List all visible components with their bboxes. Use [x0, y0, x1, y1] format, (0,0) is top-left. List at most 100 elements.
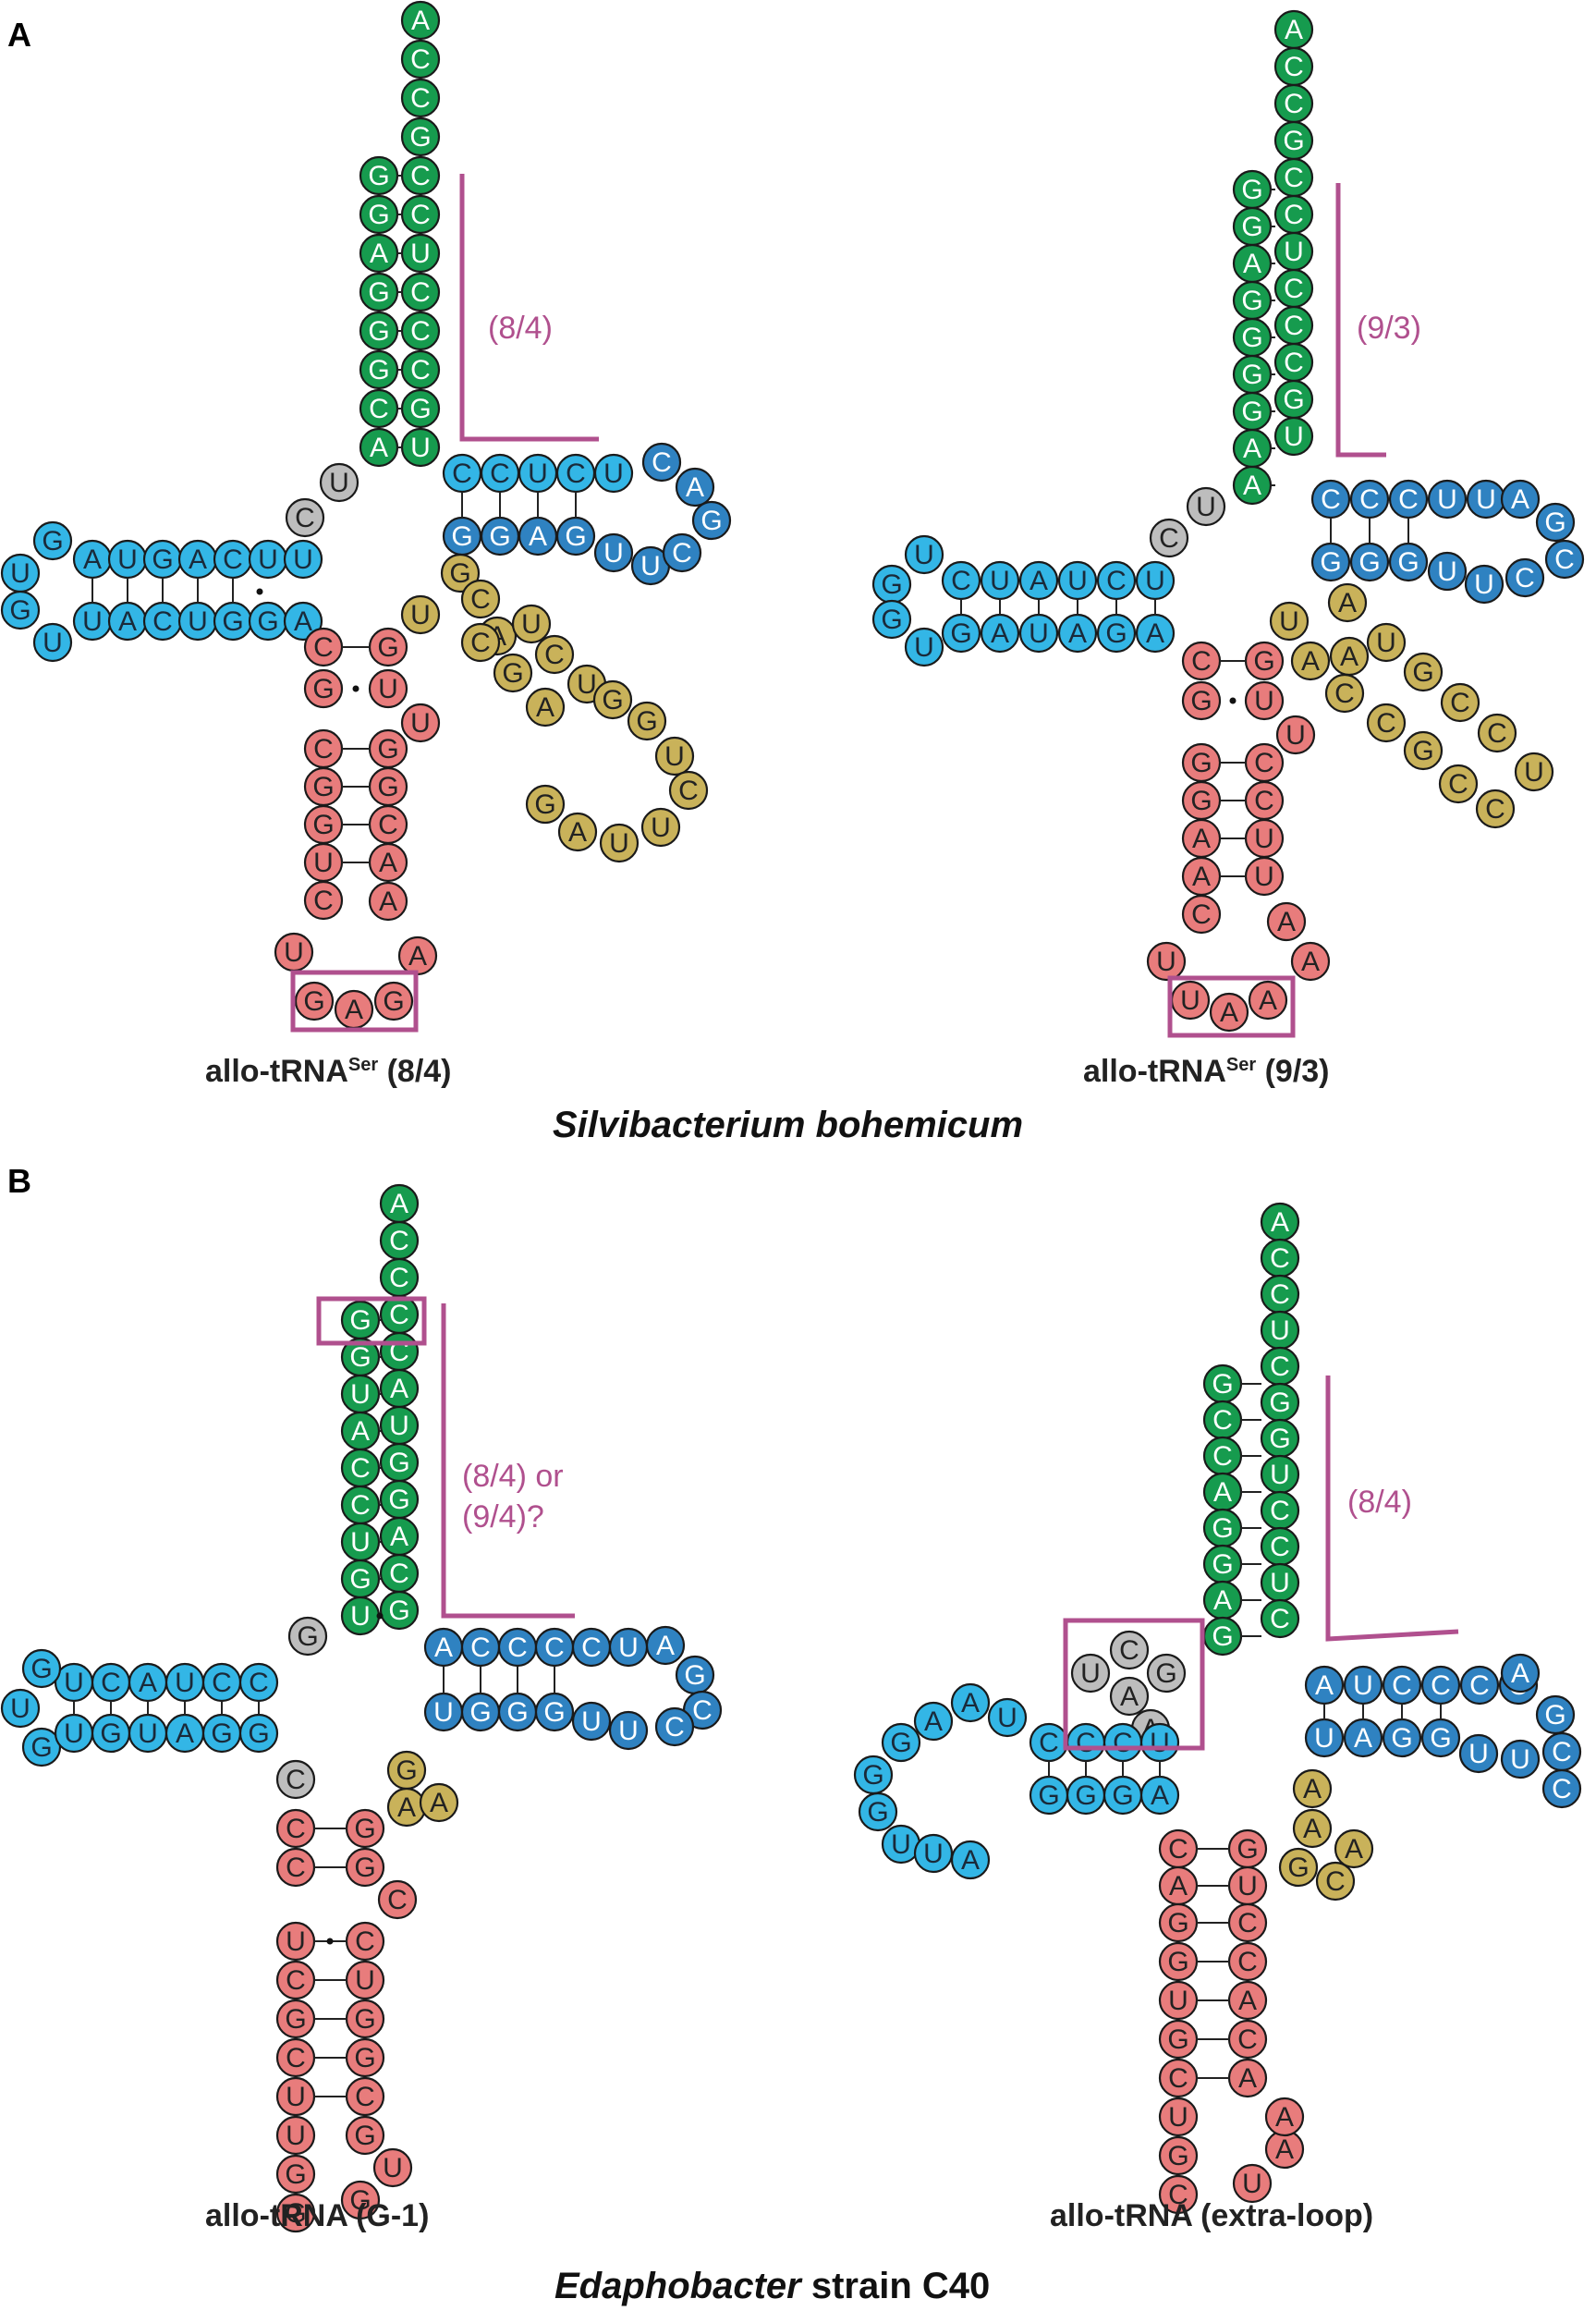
svg-text:C: C	[389, 1226, 409, 1256]
d-stem-top-nt: C	[941, 560, 981, 601]
svg-text:G: G	[383, 986, 404, 1017]
svg-text:U: U	[329, 468, 349, 498]
svg-text:C: C	[1212, 1405, 1233, 1436]
anticodon-stem-nt: C	[303, 880, 344, 921]
svg-text:G: G	[211, 1718, 232, 1749]
svg-text:U: U	[1029, 618, 1049, 649]
svg-text:C: C	[101, 1668, 121, 1698]
acceptor-5prime-nt: C	[340, 1485, 381, 1525]
anticodon-stem-nt: G	[275, 1999, 316, 2039]
t-stem-bottom-nt: G	[1382, 1718, 1422, 1758]
acceptor-3prime-nt: A	[379, 1516, 420, 1557]
anticodon-stem-nt: C	[275, 1808, 316, 1849]
svg-text:C: C	[1113, 1728, 1133, 1758]
svg-text:U: U	[1353, 1670, 1373, 1701]
acceptor-5prime-nt: G	[359, 272, 399, 312]
acceptor-bracket-2	[1335, 183, 1386, 458]
svg-text:U: U	[350, 1601, 371, 1632]
svg-text:C: C	[212, 1668, 232, 1698]
svg-text:G: G	[1283, 385, 1304, 415]
svg-text:U: U	[286, 2121, 306, 2151]
nucleotide-d_arm: U	[0, 553, 41, 593]
svg-text:C: C	[470, 584, 491, 615]
svg-text:A: A	[1315, 1670, 1334, 1701]
anticodon-stem-nt: G	[345, 1847, 385, 1888]
structure-caption-4: allo-tRNA (extra-loop)	[1050, 2198, 1373, 2233]
caption-main-3: allo-tRNA	[205, 2198, 347, 2233]
svg-text:G: G	[312, 810, 334, 840]
t-stem-bottom-nt: U	[1458, 1733, 1499, 1774]
t-stem-top-nt: C	[1420, 1665, 1461, 1706]
d-stem-bottom-nt: A	[980, 613, 1020, 654]
svg-text:C: C	[652, 447, 672, 478]
svg-text:G: G	[1391, 1723, 1412, 1754]
acceptor-3prime-nt: C	[379, 1220, 420, 1261]
svg-text:A: A	[397, 1792, 416, 1823]
t-stem-bottom-nt: U	[1464, 564, 1505, 605]
d-stem-top-nt: C	[201, 1662, 242, 1703]
acceptor-3prime-nt: C	[1260, 1346, 1300, 1387]
acceptor-3prime-nt: C	[400, 194, 441, 235]
t-loop-nt: G	[1535, 1694, 1576, 1735]
nucleotide-d_arm: G	[858, 1791, 898, 1832]
acceptor-3prime-nt: C	[1260, 1274, 1300, 1314]
d-stem-top-nt: U	[164, 1662, 205, 1703]
svg-text:A: A	[924, 1706, 943, 1737]
svg-text:U: U	[1180, 985, 1200, 1016]
svg-text:C: C	[581, 1632, 602, 1663]
acceptor-3prime-nt: U	[1273, 231, 1314, 272]
svg-text:G: G	[565, 521, 586, 552]
structure-caption-3: allo-tRNA (G-1)	[205, 2198, 429, 2233]
anticodon-loop-nt: A	[1266, 901, 1307, 942]
svg-text:G: G	[354, 1814, 375, 1844]
acceptor-5prime-nt: C	[1202, 1436, 1243, 1476]
variable-arm-nt: C	[1366, 703, 1407, 743]
anticodon-stem-nt: U	[1244, 856, 1285, 897]
svg-text:U: U	[1284, 422, 1304, 452]
svg-text:A: A	[1301, 947, 1320, 977]
svg-text:C: C	[507, 1632, 528, 1663]
svg-text:C: C	[410, 355, 431, 385]
nucleotide-d_arm: G	[853, 1755, 894, 1795]
variable-arm-nt: A	[1290, 641, 1331, 681]
svg-text:C: C	[223, 544, 243, 575]
svg-text:G: G	[368, 161, 389, 191]
svg-text:C: C	[1450, 688, 1470, 718]
anticodon-loop-nt: U	[1146, 941, 1187, 982]
acceptor-3prime-nt: C	[400, 78, 441, 118]
nucleotide-d_arm: G	[871, 599, 912, 640]
svg-text:C: C	[1284, 311, 1304, 341]
svg-text:C: C	[951, 566, 971, 596]
svg-text:U: U	[1168, 2102, 1188, 2133]
svg-text:G: G	[377, 734, 398, 764]
svg-text:G: G	[152, 544, 173, 575]
svg-text:U: U	[1254, 824, 1274, 854]
svg-text:G: G	[1212, 1513, 1233, 1544]
svg-text:A: A	[118, 606, 137, 637]
anticodon-stem-nt: U	[1244, 818, 1285, 859]
ratio-label-3a: (8/4) or	[462, 1459, 564, 1494]
svg-text:C: C	[1159, 523, 1179, 554]
svg-text:U: U	[1270, 1315, 1290, 1346]
svg-text:A: A	[1220, 997, 1238, 1028]
acceptor-3prime-nt: C	[1273, 157, 1314, 198]
svg-text:C: C	[1191, 646, 1212, 677]
svg-text:A: A	[529, 521, 547, 552]
anticodon-stem-nt: G	[303, 766, 344, 807]
svg-text:A: A	[1271, 1207, 1289, 1238]
connector-nt: G	[287, 1616, 328, 1657]
svg-text:A: A	[408, 941, 427, 972]
svg-text:G: G	[388, 1448, 409, 1478]
acceptor-5prime-nt: G	[359, 155, 399, 196]
acceptor-3prime-nt: U	[379, 1405, 420, 1446]
variable-arm-nt: C	[1438, 764, 1479, 804]
svg-text:G: G	[1241, 175, 1262, 205]
svg-text:A: A	[176, 1718, 194, 1749]
svg-text:A: A	[1338, 588, 1357, 618]
anticodon-stem-nt: A	[1227, 2058, 1268, 2098]
svg-text:A: A	[1511, 484, 1529, 515]
anticodon-nt: G	[373, 981, 414, 1021]
svg-text:G: G	[1412, 736, 1433, 766]
svg-text:G: G	[543, 1697, 565, 1728]
acceptor-3prime-nt: C	[379, 1257, 420, 1298]
